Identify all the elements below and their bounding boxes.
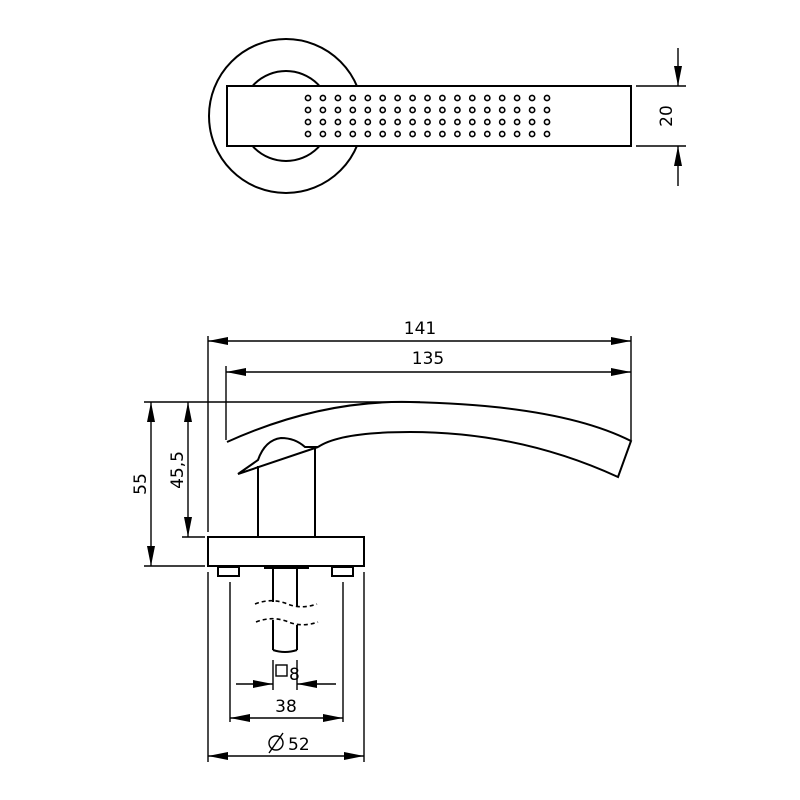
grip-dot: [483, 94, 491, 102]
grip-dot: [424, 130, 431, 138]
grip-dot: [334, 118, 342, 126]
grip-dot: [394, 130, 401, 138]
grip-dot: [334, 130, 342, 138]
grip-dot: [334, 94, 342, 102]
dim-label-52: 52: [288, 735, 310, 755]
grip-dot: [409, 118, 416, 126]
grip-dot: [453, 118, 461, 126]
grip-dot: [543, 118, 551, 126]
grip-dot: [334, 106, 342, 114]
grip-dot: [304, 130, 312, 138]
grip-dot: [438, 118, 446, 126]
grip-dot: [513, 130, 521, 138]
dimension-lever-length-135: 135: [226, 349, 631, 376]
dim-label-141: 141: [404, 319, 436, 339]
grip-dot: [409, 106, 416, 114]
dim-label-45-5: 45,5: [168, 451, 188, 489]
grip-dot: [483, 130, 491, 138]
dimension-overall-length-141: 141: [208, 319, 631, 345]
grip-dot: [394, 118, 401, 126]
lever-neck-outline: [257, 447, 316, 537]
spindle: [254, 568, 319, 653]
dot-pattern: [304, 94, 551, 138]
grip-dot: [424, 94, 431, 102]
grip-dot: [528, 94, 536, 102]
grip-dot: [409, 94, 416, 102]
grip-dot: [424, 118, 431, 126]
screw-cap-left: [217, 566, 240, 577]
diameter-symbol-icon: [268, 732, 284, 754]
top-view: 20: [208, 38, 686, 194]
dim-label-8: 8: [289, 665, 300, 685]
grip-dot: [438, 130, 446, 138]
grip-dot: [483, 118, 491, 126]
grip-dot: [364, 94, 372, 102]
dimension-rose-diameter-52: 52: [208, 732, 364, 760]
dimension-overall-height-55: 55: [131, 402, 155, 566]
grip-dot: [498, 130, 506, 138]
grip-dot: [513, 94, 521, 102]
grip-dot: [319, 94, 327, 102]
dimension-spindle-square-8: 8: [236, 664, 336, 688]
rose-base: [207, 536, 365, 567]
grip-dot: [379, 94, 387, 102]
grip-dot: [364, 106, 372, 114]
dim-label-20: 20: [657, 105, 677, 127]
grip-dot: [483, 106, 491, 114]
lever-arm-outline: [226, 400, 633, 479]
grip-dot: [319, 118, 327, 126]
square-symbol-icon: [275, 664, 288, 677]
grip-dot: [453, 130, 461, 138]
grip-dot: [319, 130, 327, 138]
grip-dot: [438, 94, 446, 102]
grip-dot: [379, 130, 387, 138]
grip-dot: [304, 106, 312, 114]
dimension-lever-height-45-5: 45,5: [168, 402, 192, 537]
grip-dot: [513, 106, 521, 114]
dim-label-55: 55: [131, 473, 151, 495]
grip-dot: [468, 94, 476, 102]
dimension-screw-spacing-38: 38: [230, 697, 343, 722]
grip-dot: [364, 130, 372, 138]
grip-dot: [379, 118, 387, 126]
grip-dot: [528, 118, 536, 126]
grip-dot: [364, 118, 372, 126]
grip-dot: [468, 130, 476, 138]
grip-dot: [528, 106, 536, 114]
grip-dot: [543, 106, 551, 114]
grip-dot: [424, 106, 431, 114]
grip-dot: [349, 94, 357, 102]
screw-cap-right: [331, 566, 354, 577]
grip-dot: [543, 130, 551, 138]
grip-dot: [394, 94, 401, 102]
grip-dot: [349, 106, 357, 114]
grip-dot: [438, 106, 446, 114]
break-line-upper: [254, 599, 318, 608]
grip-dot: [409, 130, 416, 138]
grip-dot: [498, 94, 506, 102]
grip-dot: [349, 130, 357, 138]
grip-dot: [498, 106, 506, 114]
grip-dot: [498, 118, 506, 126]
grip-dot: [468, 118, 476, 126]
grip-dot: [453, 106, 461, 114]
grip-dot: [394, 106, 401, 114]
grip-dot: [319, 106, 327, 114]
grip-dot: [349, 118, 357, 126]
dim-label-38: 38: [275, 697, 297, 717]
dimension-width-20: 20: [636, 48, 686, 186]
grip-dot: [304, 94, 312, 102]
grip-dot: [513, 118, 521, 126]
grip-dot: [468, 106, 476, 114]
grip-dot: [379, 106, 387, 114]
dim-label-135: 135: [412, 349, 444, 369]
side-view: 141 135 55 45,5 8: [131, 319, 633, 762]
break-line-lower: [255, 617, 319, 626]
grip-dot: [304, 118, 312, 126]
grip-dot: [453, 94, 461, 102]
grip-dot: [543, 94, 551, 102]
grip-dot: [528, 130, 536, 138]
